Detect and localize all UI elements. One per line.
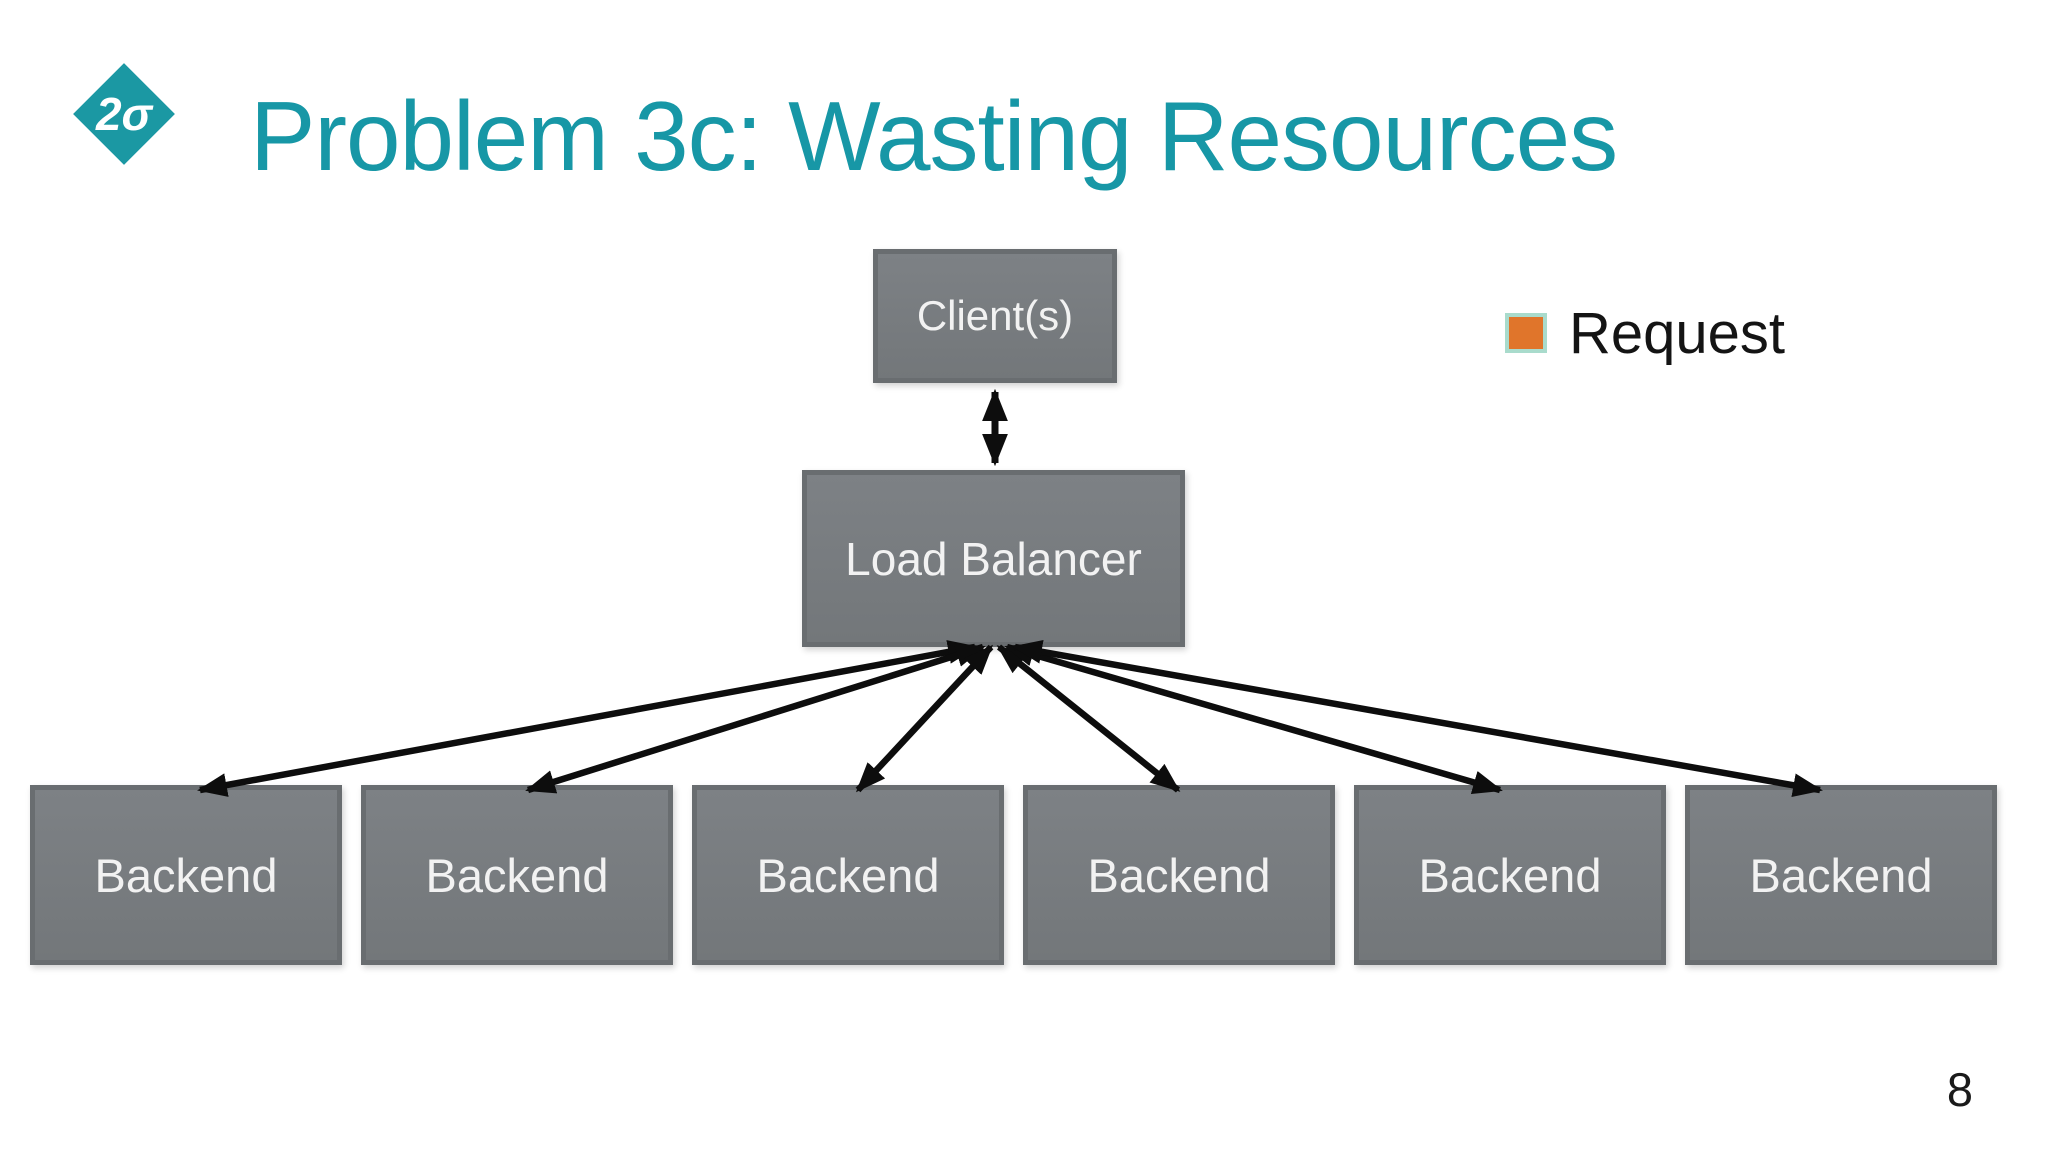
- node-backend-1-label: Backend: [94, 848, 278, 902]
- node-load-balancer-label: Load Balancer: [845, 532, 1142, 585]
- node-backend-5-label: Backend: [1418, 848, 1602, 902]
- node-backend-1: Backend: [30, 785, 342, 965]
- two-sigma-logo: 2σ: [60, 50, 200, 190]
- edge-lb-backend-4: [996, 644, 1181, 793]
- legend-label: Request: [1569, 300, 1786, 366]
- node-backend-2-label: Backend: [425, 848, 609, 902]
- edge-lb-backend-3: [855, 644, 994, 793]
- node-backend-6: Backend: [1685, 785, 1997, 965]
- node-backend-4: Backend: [1023, 785, 1335, 965]
- node-clients: Client(s): [873, 249, 1117, 383]
- node-clients-label: Client(s): [916, 292, 1074, 339]
- node-backend-5: Backend: [1354, 785, 1666, 965]
- node-backend-6-label: Backend: [1749, 848, 1933, 902]
- logo-text: 2σ: [95, 88, 153, 140]
- page-number: 8: [1946, 1063, 1974, 1116]
- edge-lb-backend-1: [197, 640, 978, 797]
- node-backend-2: Backend: [361, 785, 673, 965]
- edge-lb-backend-6: [1012, 639, 1823, 798]
- edge-lb-backend-2: [525, 643, 986, 794]
- node-backend-4-label: Backend: [1087, 848, 1271, 902]
- slide-title: Problem 3c: Wasting Resources: [250, 81, 1618, 191]
- edge-lb-backend-5: [1004, 643, 1503, 794]
- legend: Request: [1505, 300, 1785, 366]
- request-swatch-icon: [1505, 313, 1547, 353]
- node-load-balancer: Load Balancer: [802, 470, 1185, 647]
- node-backend-3-label: Backend: [756, 848, 940, 902]
- node-backend-3: Backend: [692, 785, 1004, 965]
